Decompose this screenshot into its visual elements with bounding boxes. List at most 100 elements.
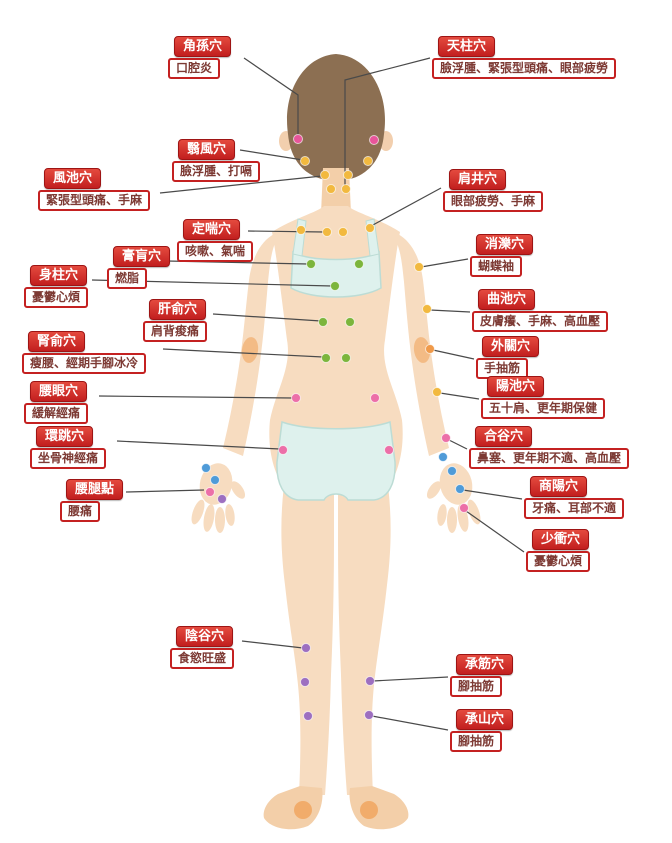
acupoint-dot-fengchi-right — [343, 170, 353, 180]
acupoint-name: 身柱穴 — [30, 265, 88, 286]
connector-line-chengshan — [371, 715, 449, 731]
acupoint-dot-shaochong — [459, 503, 469, 513]
acupoint-dot-yaoyan-left — [291, 393, 301, 403]
acupoint-benefit: 憂鬱心煩 — [526, 551, 591, 572]
acupoint-dot-dingchuan-left — [322, 227, 332, 237]
acupoint-name: 陰谷穴 — [176, 626, 234, 647]
connector-line-jiaosun — [243, 57, 299, 136]
acupoint-name: 商陽穴 — [530, 476, 588, 497]
acupoint-name: 風池穴 — [44, 168, 102, 189]
acupoint-name: 膏肓穴 — [113, 246, 171, 267]
acupoint-name: 肩井穴 — [449, 169, 507, 190]
figure-body — [191, 54, 481, 830]
connector-line-fengchi — [159, 175, 323, 194]
label-yaotuidian: 腰腿點腰痛 — [60, 479, 124, 522]
acupoint-name: 肝俞穴 — [149, 299, 207, 320]
acupoint-dot-fengchi-left — [320, 170, 330, 180]
connector-line-yingu — [241, 640, 304, 649]
acupoint-name: 腎俞穴 — [28, 331, 86, 352]
acupoint-benefit: 燃脂 — [107, 268, 148, 289]
acupoint-dot-left-hand-point-1 — [201, 463, 211, 473]
connector-line-yifeng — [239, 149, 304, 161]
acupoint-dot-chengjin-left — [300, 677, 310, 687]
acupoint-benefit: 腳抽筋 — [450, 676, 503, 697]
acupoint-dot-shangyang — [455, 484, 465, 494]
left-elbow-mark — [241, 337, 259, 363]
acupoint-dot-waiguan — [425, 344, 435, 354]
acupoint-name: 曲池穴 — [478, 289, 536, 310]
acupoint-benefit: 腳抽筋 — [450, 731, 503, 752]
acupoint-dot-left-hand-point-2 — [205, 487, 215, 497]
acupoint-name: 翳風穴 — [178, 139, 236, 160]
left-foot — [263, 786, 323, 830]
acupoint-benefit: 瘦腰、經期手腳冰冷 — [22, 353, 147, 374]
acupoint-dot-gaohuang-left — [306, 259, 316, 269]
acupoint-benefit: 五十肩、更年期保健 — [481, 398, 606, 419]
acupoint-dot-quchi — [422, 304, 432, 314]
acupoint-benefit: 坐骨神經痛 — [30, 448, 107, 469]
label-jianjing: 肩井穴眼部疲勞、手麻 — [443, 169, 544, 212]
acupoint-name: 陽池穴 — [487, 376, 545, 397]
acupoint-dot-left-hand-point-3 — [217, 494, 227, 504]
acupoint-dot-right-hand-point-1 — [438, 452, 448, 462]
acupoint-benefit: 緊張型頭痛、手麻 — [38, 190, 151, 211]
label-waiguan: 外關穴手抽筋 — [476, 336, 540, 379]
right-hand — [426, 463, 481, 533]
connector-line-dingchuan — [247, 230, 325, 233]
acupoint-name: 外關穴 — [482, 336, 540, 357]
label-fengchi: 風池穴緊張型頭痛、手麻 — [38, 168, 151, 211]
acupoint-dot-jiaosun-left — [293, 134, 303, 144]
acupoint-name: 角孫穴 — [174, 36, 232, 57]
acupoint-dot-shenzhu — [330, 281, 340, 291]
acupoint-benefit: 口腔炎 — [168, 58, 221, 79]
acupoint-dot-gaohuang-right — [354, 259, 364, 269]
acupoint-name: 腰眼穴 — [30, 381, 88, 402]
acupoint-dot-yingu — [301, 643, 311, 653]
label-ganshu: 肝俞穴肩背痠痛 — [143, 299, 208, 342]
acupoint-name: 少衝穴 — [532, 529, 590, 550]
shorts — [276, 420, 396, 501]
connector-line-hegu — [448, 439, 468, 450]
label-yingu: 陰谷穴食慾旺盛 — [170, 626, 235, 669]
right-foot — [349, 786, 409, 830]
acupoint-dot-yaotuidian — [210, 475, 220, 485]
label-shenzhu: 身柱穴憂鬱心煩 — [24, 265, 89, 308]
label-yifeng: 翳風穴臉浮腫、打嗝 — [172, 139, 261, 182]
acupoint-benefit: 臉浮腫、打嗝 — [172, 161, 261, 182]
acupoint-dot-dingchuan-right — [338, 227, 348, 237]
connector-line-chengjin — [372, 676, 449, 682]
acupoint-dot-chengshan — [364, 710, 374, 720]
acupoint-dot-tianzhu-left — [326, 184, 336, 194]
connector-line-shangyang — [462, 489, 523, 500]
label-shangyang: 商陽穴牙痛、耳部不適 — [524, 476, 625, 519]
label-shenshu: 腎俞穴瘦腰、經期手腳冰冷 — [22, 331, 147, 374]
acupoint-benefit: 憂鬱心煩 — [24, 287, 89, 308]
acupoint-benefit: 咳嗽、氣喘 — [177, 241, 254, 262]
acupoint-dot-tianzhu-right — [341, 184, 351, 194]
connector-line-yaoyan — [98, 395, 294, 399]
hair — [287, 54, 385, 181]
label-yaoyan: 腰眼穴緩解經痛 — [24, 381, 89, 424]
acupoint-benefit: 緩解經痛 — [24, 403, 89, 424]
acupoint-dot-ganshu-right — [345, 317, 355, 327]
acupoint-name: 合谷穴 — [475, 426, 533, 447]
acupoint-dot-shenshu-right — [341, 353, 351, 363]
acupoint-dot-jiaosun-right — [369, 135, 379, 145]
connector-line-huantiao — [116, 440, 281, 450]
acupoint-benefit: 眼部疲勞、手麻 — [443, 191, 544, 212]
right-heel-mark — [360, 801, 378, 819]
acupoint-name: 承山穴 — [456, 709, 514, 730]
connector-line-jianjing — [370, 187, 442, 227]
acupoint-benefit: 蝴蝶袖 — [470, 256, 523, 277]
acupoint-dot-yaoyan-right — [370, 393, 380, 403]
acupoint-dot-shenshu-left — [321, 353, 331, 363]
label-hegu: 合谷穴鼻塞、更年期不適、高血壓 — [469, 426, 630, 469]
label-gaohuang: 膏肓穴燃脂 — [107, 246, 171, 289]
right-leg — [338, 470, 391, 795]
acupoint-dot-right-hand-point-2 — [447, 466, 457, 476]
connector-line-shenshu — [162, 348, 324, 358]
label-huantiao: 環跳穴坐骨神經痛 — [30, 426, 107, 469]
annotations — [91, 57, 525, 731]
